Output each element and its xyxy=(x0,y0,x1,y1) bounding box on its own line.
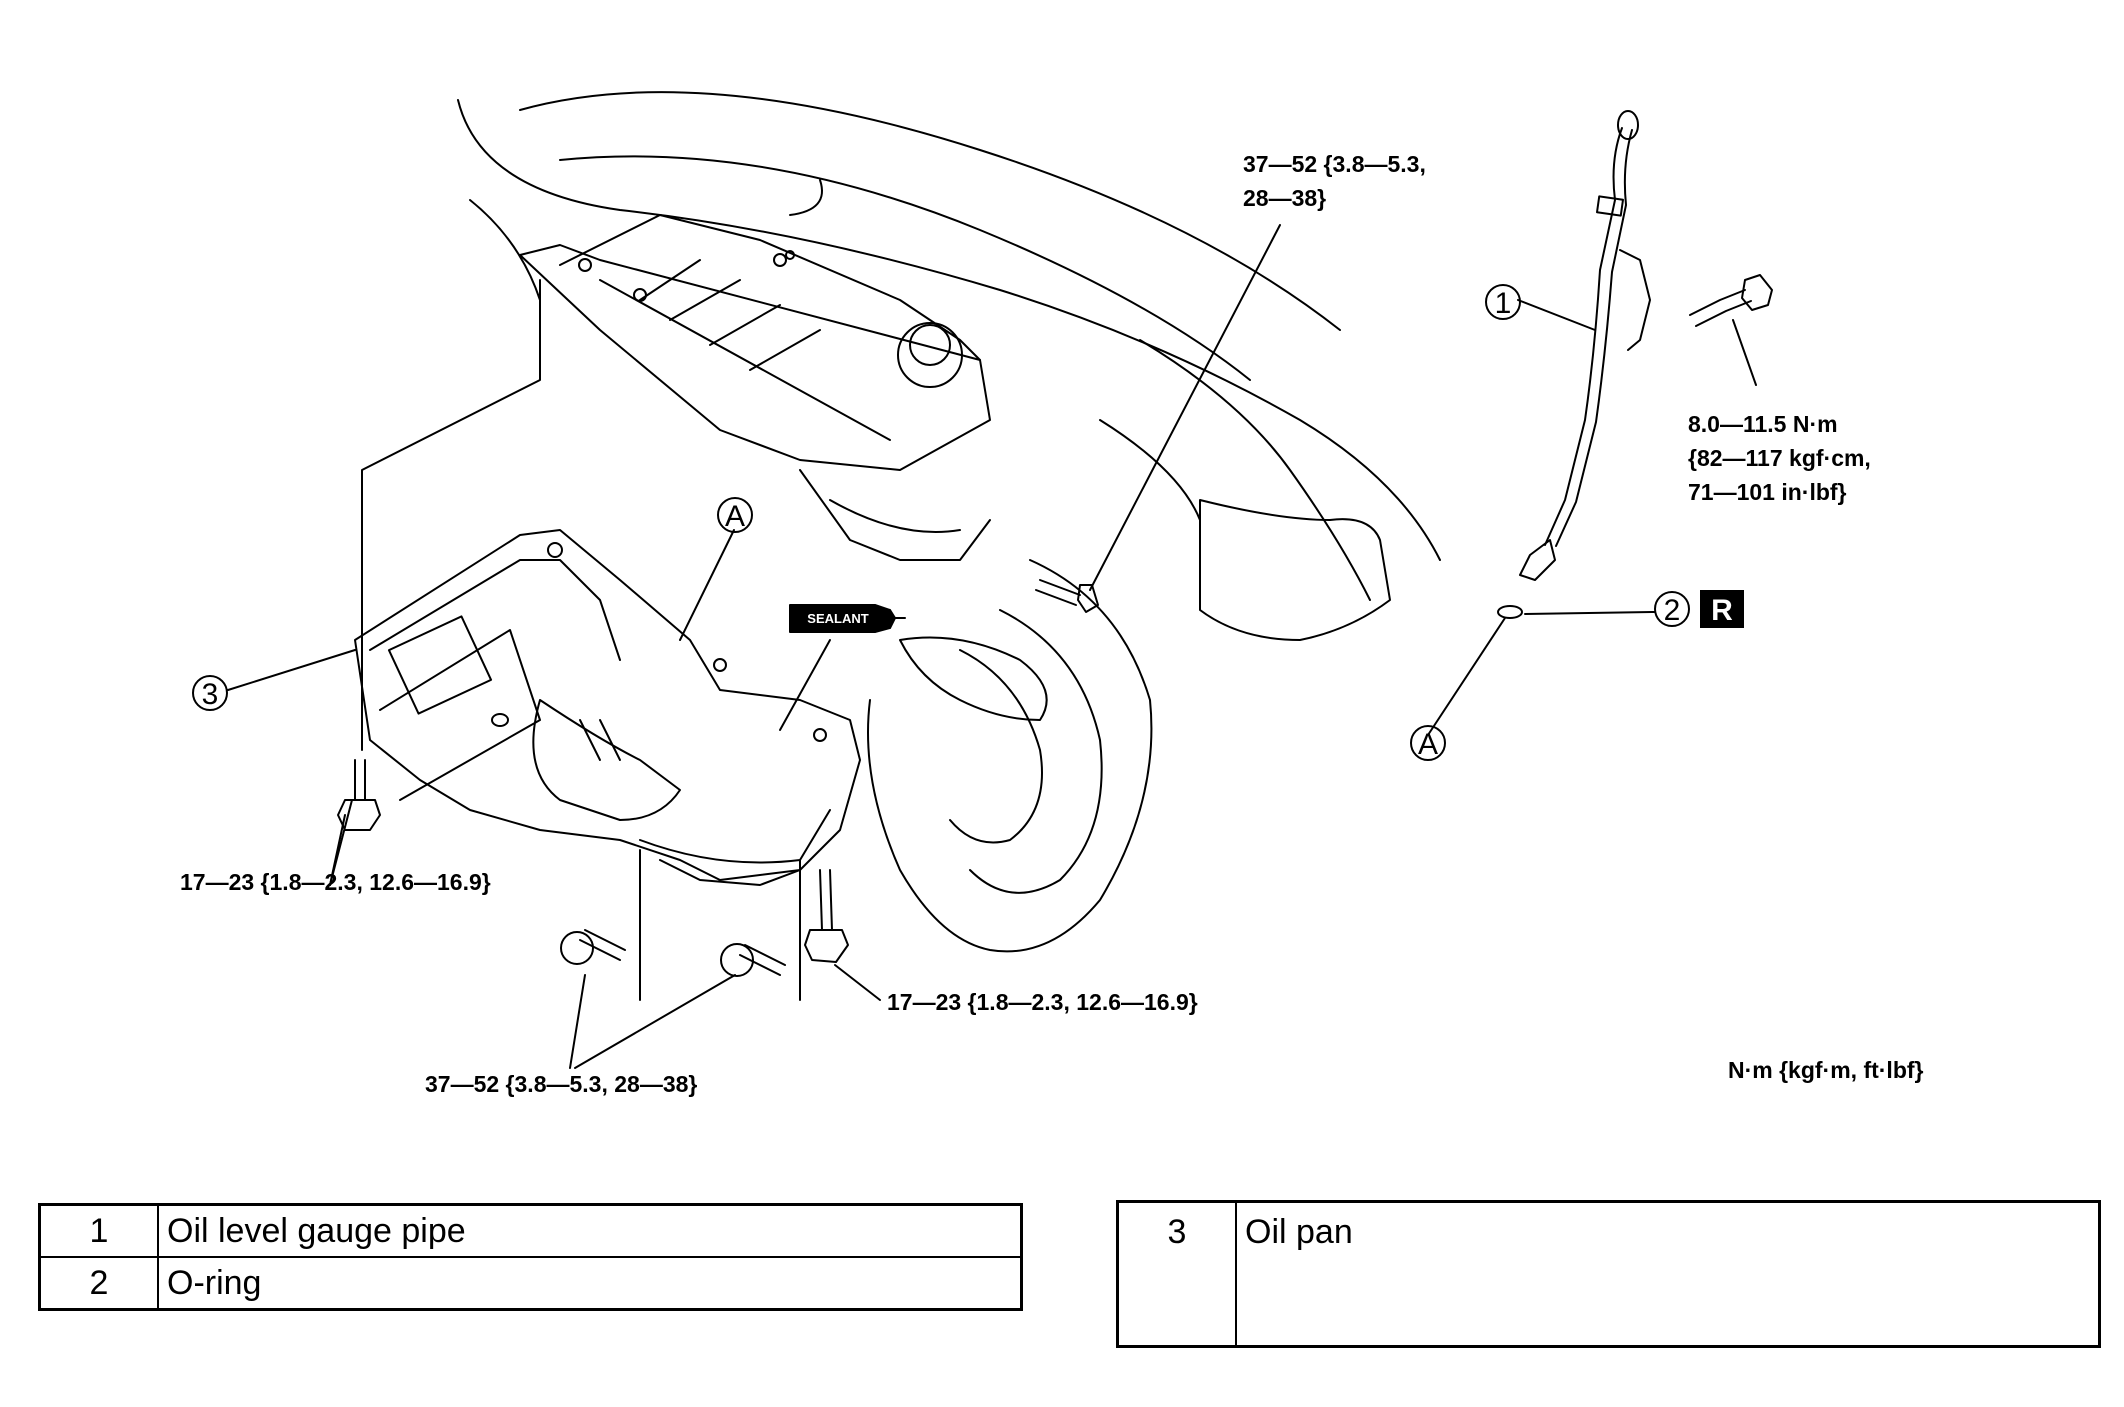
replace-mark-box xyxy=(1700,590,1744,628)
torque-bolt-top-line2: 28—38} xyxy=(1243,185,1326,211)
callout-a-ring-circle xyxy=(1410,725,1446,761)
table-row: 3 Oil pan xyxy=(1116,1200,2101,1348)
callout-3: 3 xyxy=(202,678,219,711)
callout-a-pan-circle xyxy=(717,497,753,533)
torque-bolt-top-line1: 37—52 {3.8—5.3, xyxy=(1243,151,1426,177)
part-name: Oil level gauge pipe xyxy=(157,1203,1023,1258)
torque-units: N·m {kgf·m, ft·lbf} xyxy=(1728,1057,1924,1083)
torque-gauge-bolt-line1: 8.0—11.5 N·m xyxy=(1688,411,1838,437)
torque-gauge-bolt-line3: 71—101 in·lbf} xyxy=(1688,479,1847,505)
leader-lines xyxy=(227,224,1656,1069)
callout-1: 1 xyxy=(1495,287,1512,320)
parts-table-right: 3 Oil pan xyxy=(1116,1200,2101,1348)
callout-2-circle xyxy=(1654,591,1690,627)
callout-a-ring: A xyxy=(1418,728,1438,761)
part-name: Oil pan xyxy=(1235,1200,2101,1348)
wheel-outline xyxy=(867,559,1153,953)
part-name: O-ring xyxy=(157,1256,1023,1311)
o-ring xyxy=(1497,605,1523,619)
part-number: 1 xyxy=(38,1203,159,1258)
parts-table-left: 1 Oil level gauge pipe 2 O-ring xyxy=(38,1203,1023,1311)
torque-gauge-bolt-line2: {82—117 kgf·cm, xyxy=(1688,445,1871,471)
oil-pan xyxy=(354,529,861,886)
sealant-label: SEALANT xyxy=(807,611,868,626)
pan-bolts xyxy=(337,579,1099,977)
sealant-tube xyxy=(789,604,906,633)
gauge-pipe-bolt xyxy=(1689,274,1773,386)
replace-mark-label: R xyxy=(1711,594,1733,627)
table-row: 2 O-ring xyxy=(38,1256,1023,1311)
callout-1-circle xyxy=(1485,284,1521,320)
torque-pan-bottom: 37—52 {3.8—5.3, 28—38} xyxy=(425,1071,697,1097)
oil-level-gauge-pipe xyxy=(1519,110,1651,581)
callout-2: 2 xyxy=(1664,594,1681,627)
torque-pan-left: 17—23 {1.8—2.3, 12.6—16.9} xyxy=(180,869,491,895)
table-row: 1 Oil level gauge pipe xyxy=(38,1203,1023,1258)
part-number: 3 xyxy=(1116,1200,1237,1348)
engine-block-outline xyxy=(519,214,991,561)
callout-3-circle xyxy=(192,675,228,711)
vehicle-body-outline xyxy=(457,91,1441,641)
part-number: 2 xyxy=(38,1256,159,1311)
callout-a-pan: A xyxy=(725,500,745,533)
torque-pan-right: 17—23 {1.8—2.3, 12.6—16.9} xyxy=(887,989,1198,1015)
exploded-view-diagram: 1 2 3 A A R SEALANT 37—52 {3.8—5.3, 28—3… xyxy=(180,91,1924,1097)
